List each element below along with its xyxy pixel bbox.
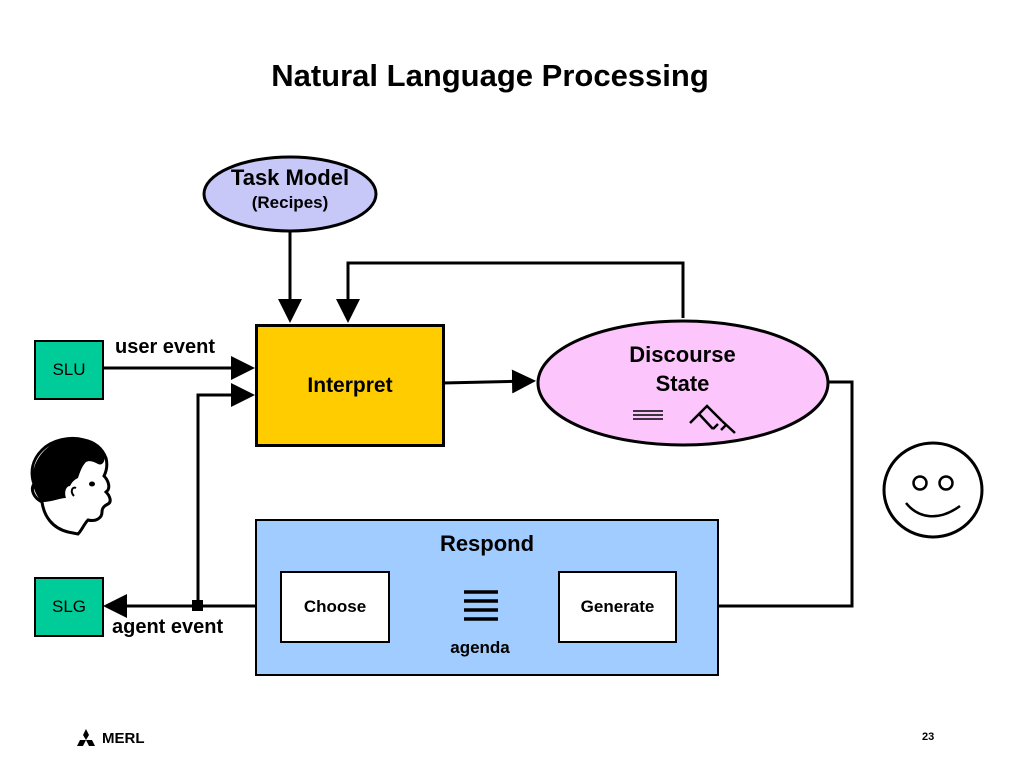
slu-box: SLU [34,340,104,400]
arrow-interpret-to-discourse [442,369,536,394]
interpret-box: Interpret [255,324,445,447]
discourse-title-line2: State [655,371,710,396]
agent-event-label: agent event [112,616,224,638]
discourse-lines-icon [633,410,663,420]
arrow-agent-event-to-interpret [196,383,255,606]
arrow-discourse-to-interpret [336,261,685,323]
respond-title: Respond [439,531,535,556]
task-model-subtitle: (Recipes) [251,193,329,212]
task-model-title: Task Model [230,165,350,190]
human-head-icon [30,436,112,536]
agenda-stack-icon [464,590,498,621]
choose-label: Choose [303,597,367,616]
tree-icon [689,404,736,434]
mitsubishi-logo-icon [77,729,95,746]
task-model-node [202,155,378,233]
merl-logo: MERL [74,728,145,748]
page-number: 23 [922,731,935,743]
arrow-discourse-to-generate [678,380,854,618]
choose-box: Choose [280,571,390,643]
discourse-title-line1: Discourse [629,342,736,367]
agenda-label: agenda [450,638,510,657]
generate-label: Generate [580,597,655,616]
slide-title: Natural Language Processing [271,58,709,93]
discourse-state-node [536,319,830,447]
junction-node [192,600,203,611]
generate-box: Generate [558,571,677,643]
slu-label: SLU [52,360,86,379]
logo-text: MERL [102,729,145,747]
user-event-label: user event [115,336,216,358]
smiley-face-icon [882,441,984,539]
slg-box: SLG [34,577,104,637]
interpret-label: Interpret [307,373,393,397]
slg-label: SLG [51,597,87,616]
